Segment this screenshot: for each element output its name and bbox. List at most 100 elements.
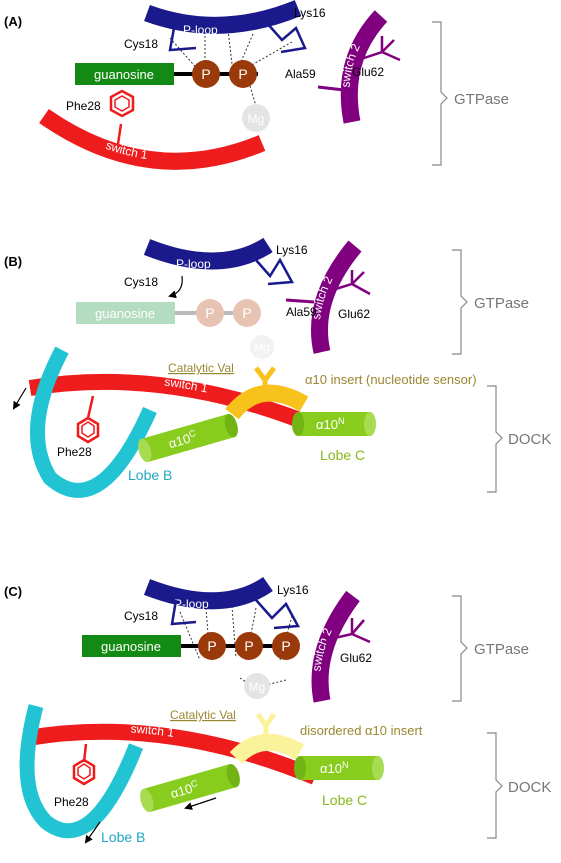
guanosine-box — [75, 63, 174, 85]
guanosine-box — [76, 302, 175, 324]
a10-insert-label: α10 insert (nucleotide sensor) — [305, 372, 477, 387]
a10-insert — [229, 733, 305, 765]
a10-insert-label: disordered α10 insert — [300, 723, 423, 738]
guanosine-label: guanosine — [101, 639, 161, 654]
catalytic-val-label: Catalytic Val — [168, 361, 234, 375]
phosphate-2 — [233, 299, 261, 327]
ploop-label: P-loop — [174, 597, 209, 611]
switch2-strand — [311, 240, 362, 354]
phe28-ring-icon — [72, 743, 96, 786]
ploop-strand — [143, 237, 273, 270]
phosphate-2-label: P — [242, 305, 251, 321]
phosphate-3 — [272, 632, 300, 660]
panel-b: (B) P-loop Lys16 Cys18 guanosine P P Mg … — [4, 237, 551, 498]
phe28-ring-icon — [109, 89, 135, 145]
cys18-sidechain — [170, 599, 197, 626]
gtpase-bracket — [452, 595, 468, 702]
lys16-label: Lys16 — [276, 243, 308, 257]
lobe-b-label: Lobe B — [101, 829, 145, 845]
lobe-b-label: Lobe B — [128, 467, 172, 483]
a10c-move-arrow — [184, 797, 217, 810]
panel-c-label: (C) — [4, 584, 22, 599]
lys16-label: Lys16 — [277, 583, 309, 597]
a10n-cylinder: α10N — [292, 412, 376, 436]
ploop-label: P-loop — [176, 257, 211, 271]
lobe-c-label: Lobe C — [322, 792, 367, 808]
a10n-cylinder: α10N — [294, 756, 384, 780]
mg-label: Mg — [254, 342, 269, 354]
lys16-sidechain — [265, 21, 307, 54]
a10n-label: α10N — [320, 760, 348, 776]
gtpase-bracket-label: GTPase — [474, 295, 529, 312]
ala59-label: Ala59 — [286, 305, 317, 319]
switch2-strand — [311, 590, 360, 703]
switch1-strand — [39, 109, 266, 170]
a10-insert — [225, 384, 309, 420]
phosphate-2-label: P — [244, 638, 253, 654]
panel-b-label: (B) — [4, 254, 22, 269]
guanosine-box — [82, 635, 181, 657]
a10c-cylinder: α10C — [138, 413, 238, 463]
ploop-label: P-loop — [183, 23, 218, 37]
phosphate-2 — [235, 632, 263, 660]
guanosine-label: guanosine — [95, 306, 155, 321]
a10c-label: α10C — [169, 778, 201, 801]
cys18-label: Cys18 — [124, 609, 158, 623]
lys16-sidechain — [255, 599, 301, 630]
lys16-sidechain — [255, 257, 295, 286]
cys18-label: Cys18 — [124, 275, 158, 289]
phe28-label: Phe28 — [54, 795, 89, 809]
catalytic-val-label: Catalytic Val — [170, 708, 236, 722]
phosphate-2 — [229, 60, 257, 88]
lobe-b-strand — [19, 704, 143, 839]
mg-ion — [244, 673, 270, 699]
phe28-label: Phe28 — [57, 445, 92, 459]
gtpase-bracket — [452, 249, 468, 355]
gtpase-bracket — [432, 21, 448, 166]
dock-bracket — [487, 385, 503, 493]
mg-ion — [242, 104, 270, 132]
dock-bracket-label: DOCK — [508, 779, 551, 796]
gtpase-bracket-label: GTPase — [474, 641, 529, 658]
switch2-strand — [340, 10, 388, 124]
ala59-label: Ala59 — [285, 67, 316, 81]
phosphate-2-label: P — [238, 66, 247, 82]
phosphate-1-label: P — [201, 66, 210, 82]
cys18-arrow — [168, 275, 183, 299]
a10n-label: α10N — [316, 416, 344, 432]
dock-bracket-label: DOCK — [508, 431, 551, 448]
phe28-ring-icon — [76, 395, 100, 444]
mg-label: Mg — [249, 680, 266, 694]
dock-bracket — [487, 732, 503, 839]
ala59-sidechain — [285, 298, 315, 304]
phosphate-1 — [198, 632, 226, 660]
glu62-label: Glu62 — [352, 65, 384, 79]
panel-a: (A) switch 1 Phe28 P-loop Lys16 Cys18 — [4, 0, 509, 170]
phosphate-3-label: P — [281, 638, 290, 654]
lobe-c-label: Lobe C — [320, 447, 365, 463]
lobe-b-strand — [30, 346, 157, 498]
cys18-label: Cys18 — [124, 37, 158, 51]
a10c-label: α10C — [167, 428, 199, 451]
lobe-b-move-arrow — [12, 387, 27, 410]
a10c-cylinder: α10C — [140, 763, 240, 813]
panel-c: (C) P-loop Lys16 Cys18 guanosine P P P M… — [4, 576, 551, 845]
phe28-label: Phe28 — [66, 99, 101, 113]
glu62-label: Glu62 — [340, 651, 372, 665]
phosphate-1 — [196, 299, 224, 327]
switch1-strand — [26, 723, 319, 785]
phosphate-1-label: P — [207, 638, 216, 654]
mg-label: Mg — [248, 112, 265, 126]
mg-ion — [250, 335, 274, 359]
gtpase-bracket-label: GTPase — [454, 91, 509, 108]
panel-a-label: (A) — [4, 14, 22, 29]
switch1-strand — [28, 373, 326, 437]
ploop-strand — [143, 576, 273, 610]
phosphate-1-label: P — [205, 305, 214, 321]
phosphate-1 — [192, 60, 220, 88]
switch1-label: switch 1 — [130, 722, 175, 740]
lobe-b-move-arrow — [84, 821, 101, 844]
ploop-strand — [144, 0, 302, 34]
